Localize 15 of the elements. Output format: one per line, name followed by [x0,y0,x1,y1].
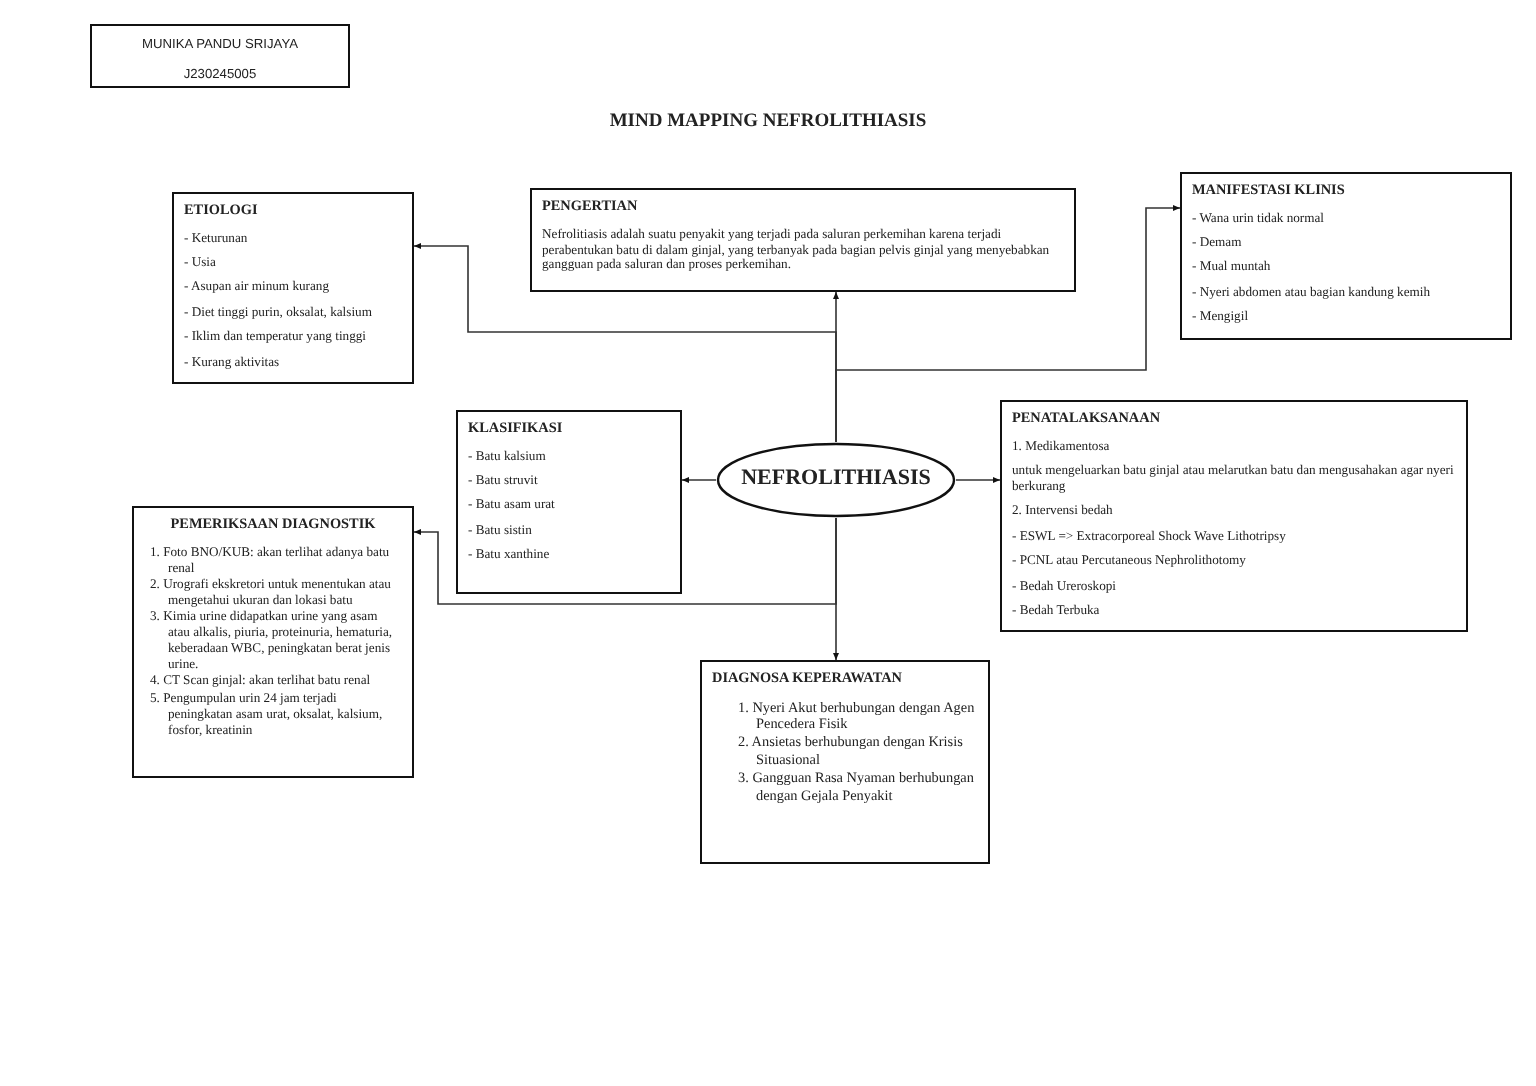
central-topic-ellipse [716,442,956,518]
connector-arrow [835,205,1181,443]
connector-arrow [955,477,1001,483]
author-box [90,24,350,88]
connector-arrow [833,517,839,661]
topic-box [1180,172,1512,340]
topic-box [1000,400,1468,632]
diagram-title: MIND MAPPING NEFROLITHIASIS [607,112,929,132]
box-heading: NEFROLITHIASIS [741,466,931,494]
connector-arrow [681,477,717,483]
topic-box [172,192,414,384]
topic-box [530,188,1076,292]
topic-box [700,660,990,864]
topic-box [132,506,414,778]
topic-box [456,410,682,594]
